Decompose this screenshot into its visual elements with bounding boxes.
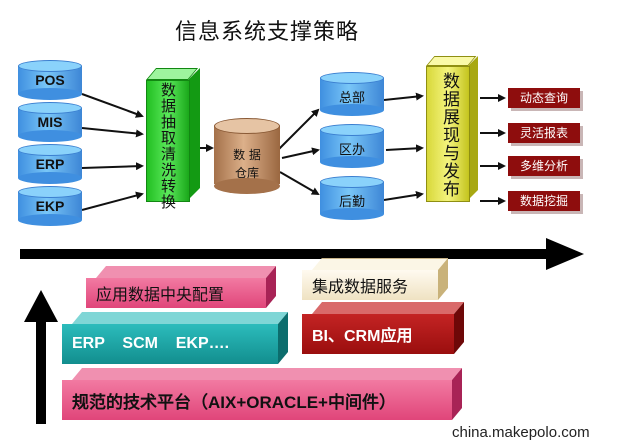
arrow-region-pres <box>385 144 424 153</box>
source-cylinder-ekp: EKP <box>18 186 82 226</box>
presentation-box <box>426 66 470 202</box>
source-label: ERP <box>35 156 65 172</box>
arrow-logistics-pres <box>383 190 424 201</box>
region-cylinder-district: 区办 <box>320 124 384 168</box>
layer-app-config-label: 应用数据中央配置 <box>96 285 225 304</box>
diagram-title: 信息系统支撑策略 <box>175 20 360 45</box>
source-label: POS <box>35 72 65 88</box>
source-cylinder-mis: MIS <box>18 102 82 142</box>
layer-erp-row-label: ERP SCM EKP…. <box>72 335 230 352</box>
source-label: EKP <box>35 198 65 214</box>
layer-platform-label: 规范的技术平台（AIX+ORACLE+中间件） <box>72 392 396 412</box>
layer-integration-label: 集成数据服务 <box>312 277 409 296</box>
vertical-bar <box>36 318 46 424</box>
presentation-box-top <box>426 56 477 66</box>
region-cylinder-logistics: 后勤 <box>320 176 384 220</box>
warehouse-cylinder: 数 据 仓库 <box>214 118 280 194</box>
etl-label: 数据抽取清洗转换 <box>159 82 177 210</box>
etl-box <box>146 80 190 202</box>
region-label: 总部 <box>338 91 365 106</box>
warehouse-label-line2: 仓库 <box>234 166 259 180</box>
output-dynamic-query: 动态查询 <box>508 88 580 108</box>
warehouse-label-line1: 数 据 <box>233 148 261 162</box>
presentation-label: 数据展现与发布 <box>439 72 459 198</box>
source-cylinder-pos: POS <box>18 60 82 100</box>
watermark: china.makepolo.com <box>452 424 590 441</box>
arrow-mis-etl <box>81 127 144 138</box>
vertical-arrowhead <box>24 290 58 322</box>
timeline-bar <box>20 249 550 259</box>
region-label: 后勤 <box>338 195 365 210</box>
source-cylinder-erp: ERP <box>18 144 82 184</box>
arrow-hq-pres <box>383 92 424 101</box>
layer-bi-label: BI、CRM应用 <box>312 328 413 345</box>
region-cylinder-hq: 总部 <box>320 72 384 116</box>
arrow-pos-etl <box>81 93 144 118</box>
output-data-mining: 数据挖掘 <box>508 191 580 211</box>
region-label: 区办 <box>338 143 365 158</box>
etl-box-side <box>188 68 200 200</box>
arrow-erp-etl <box>81 162 144 171</box>
arrow-wh-region <box>281 147 320 159</box>
arrow-wh-hq <box>277 108 320 151</box>
output-multidim-analysis: 多维分析 <box>508 156 580 176</box>
arrow-ekp-etl <box>81 191 144 211</box>
presentation-box-side <box>468 56 478 200</box>
timeline-arrowhead <box>546 238 584 270</box>
arrow-wh-logistics <box>279 171 320 196</box>
source-label: MIS <box>37 114 63 130</box>
output-flexible-report: 灵活报表 <box>508 123 580 143</box>
